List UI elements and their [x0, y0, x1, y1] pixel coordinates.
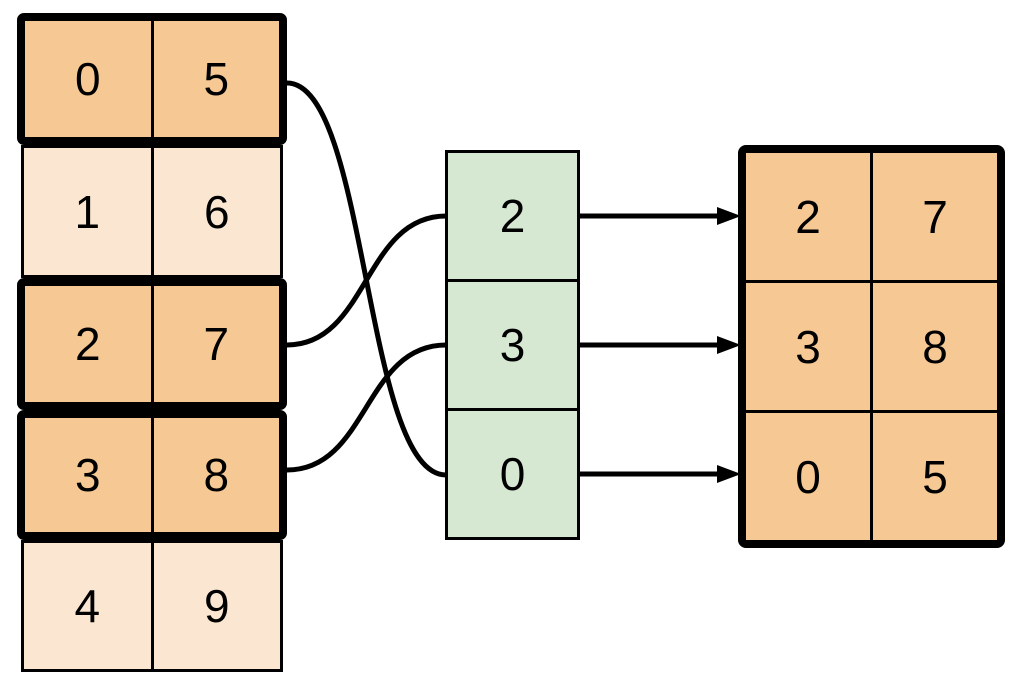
index-cell-1: 3	[448, 279, 577, 408]
result-row-0: 2 7	[746, 153, 997, 280]
result-cell-r0c0: 2	[746, 153, 873, 280]
result-table: 2 7 3 8 0 5	[738, 145, 1005, 548]
source-cell-r0c0: 0	[25, 21, 154, 137]
source-row-1: 1 6	[21, 145, 283, 278]
source-cell-r2c1: 7	[203, 318, 230, 370]
result-cell-r0c1: 7	[922, 190, 948, 243]
source-row-0: 0 5	[17, 13, 287, 145]
result-cell-r2c0: 0	[746, 413, 873, 540]
source-cell-r4c1: 9	[203, 580, 230, 632]
source-cell-r1c0: 1	[24, 148, 154, 275]
source-cell-r4c0: 4	[24, 543, 154, 669]
curve-source-row-2-to-index-cell-0	[284, 213, 449, 348]
result-row-1: 3 8	[746, 280, 997, 410]
source-row-3: 3 8	[17, 410, 287, 540]
source-cell-r3c1: 8	[203, 449, 230, 501]
curve-source-row-0-to-index-cell-2	[284, 80, 449, 478]
source-row-4: 4 9	[21, 540, 283, 672]
source-row-2: 2 7	[17, 278, 287, 410]
source-cell-r2c0: 2	[25, 286, 154, 402]
index-cell-0: 2	[499, 190, 526, 242]
curve-source-row-3-to-index-cell-1	[284, 342, 449, 473]
result-cell-r1c0: 3	[746, 283, 873, 410]
source-cell-r1c1: 6	[203, 185, 230, 238]
index-cell-2: 0	[448, 408, 577, 537]
result-row-2: 0 5	[746, 410, 997, 540]
result-cell-r2c1: 5	[922, 450, 948, 503]
source-cell-r0c1: 5	[203, 53, 230, 105]
source-cell-r3c0: 3	[25, 418, 154, 532]
result-cell-r1c1: 8	[922, 320, 948, 373]
index-column: 2 3 0	[445, 150, 580, 540]
